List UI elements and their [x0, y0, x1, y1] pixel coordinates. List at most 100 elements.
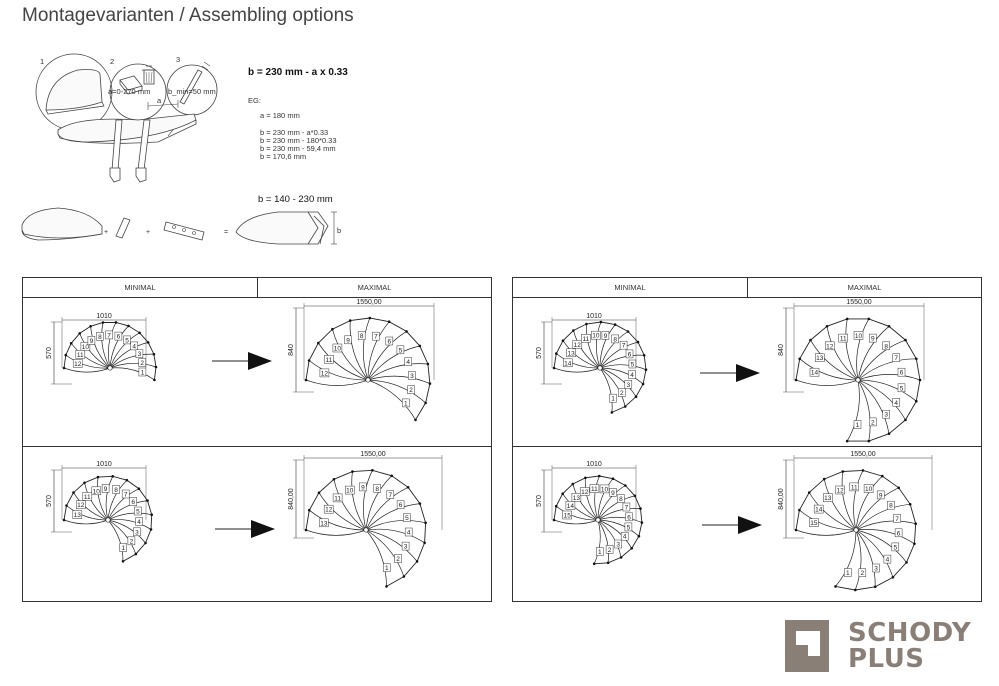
step-number-label: 8: [112, 485, 120, 494]
equals-sign: =: [224, 229, 229, 236]
svg-text:13: 13: [816, 355, 824, 362]
baluster: [552, 366, 556, 370]
tread-edge: [597, 485, 626, 521]
tread-edge: [555, 505, 599, 521]
step-number-label: 11: [581, 334, 591, 343]
svg-text:10: 10: [82, 344, 90, 351]
svg-text:2: 2: [608, 547, 612, 554]
tread-edge: [107, 519, 124, 562]
svg-text:7: 7: [895, 516, 899, 523]
baluster: [428, 382, 432, 385]
step-number-label: 2: [394, 554, 402, 563]
step-number-label: 1: [853, 420, 862, 429]
tread-edge: [90, 326, 111, 369]
tread-edge: [808, 492, 857, 531]
svg-text:9: 9: [611, 490, 615, 497]
tread-edge: [107, 519, 152, 530]
baluster: [78, 332, 81, 335]
step-number-label: 12: [579, 487, 590, 496]
svg-text:4: 4: [623, 534, 627, 541]
tread-edge: [318, 492, 367, 531]
tread-edge: [857, 379, 906, 421]
step-number-label: 10: [591, 330, 601, 340]
step-number-label: 3: [408, 371, 416, 380]
step-number-label: 7: [105, 330, 113, 339]
baluster: [555, 352, 558, 355]
svg-text:13: 13: [74, 512, 82, 519]
tread-edge: [97, 477, 109, 521]
svg-text:6: 6: [387, 339, 391, 346]
svg-text:15: 15: [810, 520, 818, 527]
baluster: [385, 585, 388, 588]
step-number-label: 1: [138, 367, 147, 377]
baluster: [137, 487, 141, 490]
baluster: [62, 518, 66, 522]
height-dimension-label: 570: [46, 495, 53, 507]
svg-text:7: 7: [622, 343, 626, 350]
tread-edge: [586, 323, 601, 369]
baluster: [554, 504, 558, 508]
svg-text:8: 8: [613, 336, 617, 343]
svg-text:4: 4: [894, 400, 898, 407]
tread-edge: [349, 320, 369, 381]
tread-edge: [572, 483, 599, 521]
step-number-label: 9: [876, 490, 885, 499]
arrow-icon: [700, 364, 760, 382]
baluster: [62, 366, 66, 370]
baluster: [613, 323, 617, 326]
tread-edge: [365, 529, 387, 587]
step-number-label: 4: [892, 398, 900, 407]
height-dimension-label: 840,00: [778, 488, 785, 510]
baluster: [150, 513, 153, 516]
tread-edge: [107, 519, 146, 544]
assembly-illustration: [21, 53, 337, 245]
plus-sign-1: +: [104, 229, 109, 236]
svg-text:4: 4: [886, 557, 890, 564]
tread-edge: [854, 529, 862, 591]
callout-bracket: [166, 61, 218, 116]
width-dimension-label: 1550,00: [850, 451, 875, 458]
tread-edge: [857, 379, 871, 442]
step-number-label: 8: [357, 331, 366, 340]
baluster: [887, 325, 891, 328]
svg-text:12: 12: [836, 488, 844, 495]
step-number-label: 10: [863, 484, 874, 493]
tread-edge: [855, 529, 894, 578]
step-number-label: 3: [135, 349, 144, 358]
height-dimension-label: 570: [536, 347, 543, 359]
tread-edge: [857, 326, 890, 381]
step-number-label: 5: [403, 513, 411, 522]
baluster: [634, 395, 638, 398]
tread-edge: [101, 322, 111, 369]
svg-text:9: 9: [90, 338, 94, 345]
height-dimension-label: 840: [288, 344, 295, 356]
tread-edge: [599, 367, 613, 413]
step-number-label: 4: [883, 554, 892, 564]
svg-text:1: 1: [611, 396, 615, 403]
width-dimension-label: 1550,00: [356, 299, 381, 306]
baluster: [89, 325, 92, 328]
svg-text:2: 2: [396, 556, 400, 563]
baluster: [111, 475, 114, 478]
center-post: [107, 365, 113, 371]
svg-text:3: 3: [616, 542, 620, 549]
svg-text:3: 3: [138, 351, 142, 358]
svg-text:9: 9: [361, 484, 365, 491]
baluster: [371, 469, 374, 472]
svg-text:5: 5: [399, 347, 403, 354]
step-number-label: 14: [565, 501, 576, 510]
tread-edge: [562, 493, 599, 521]
step-number-label: 2: [869, 417, 877, 426]
step-number-label: 13: [571, 493, 582, 502]
outer-edge: [63, 475, 153, 562]
eg-line: b = 170,6 mm: [260, 152, 307, 161]
svg-text:8: 8: [98, 334, 102, 341]
step-number-label: 10: [853, 331, 864, 340]
tread-edge: [79, 333, 111, 369]
step-number-label: 7: [386, 490, 395, 499]
tread-edge: [66, 505, 109, 521]
baluster: [599, 320, 603, 324]
svg-text:12: 12: [581, 489, 589, 496]
tread-edge: [810, 339, 859, 381]
